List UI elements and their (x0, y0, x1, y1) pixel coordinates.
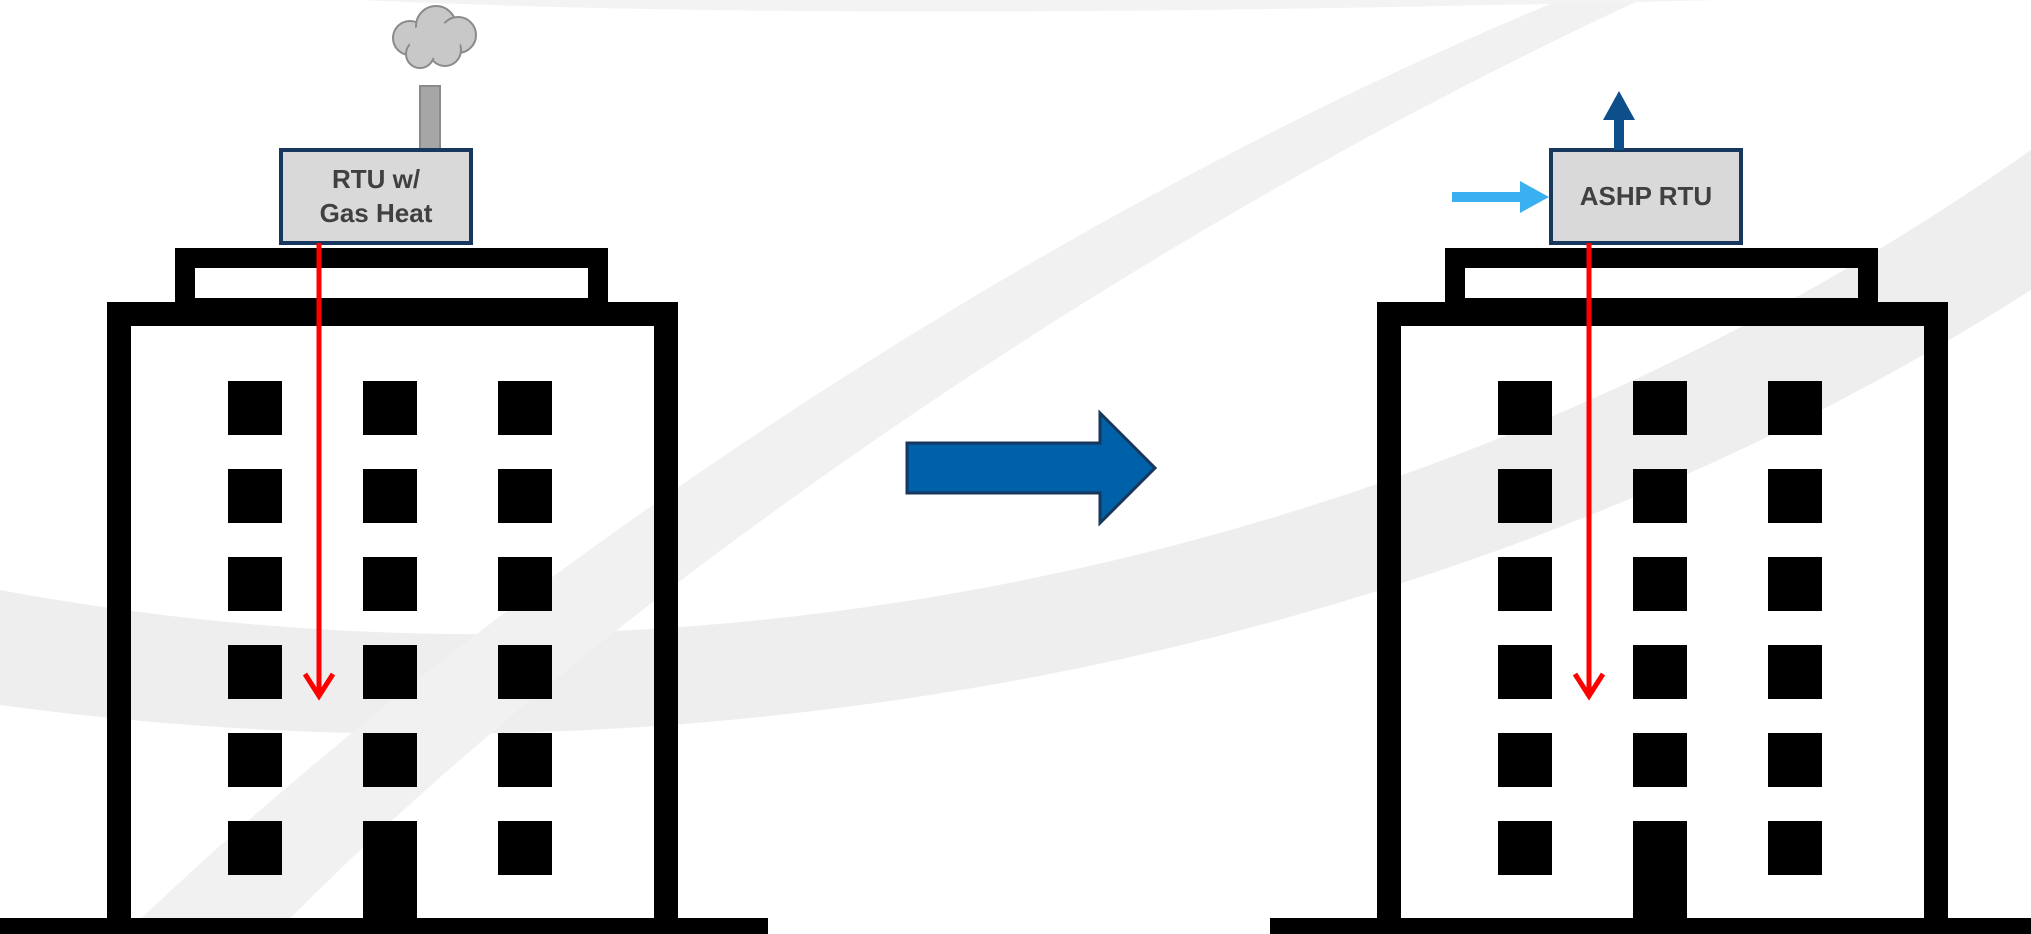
flue-pipe (420, 86, 440, 152)
right-arrow-icon (907, 413, 1155, 523)
building-after (1270, 258, 2031, 934)
exhaust-arrow-icon (1603, 91, 1635, 150)
rtu-gas-label-line1: RTU w/ (332, 164, 420, 194)
rtu-gas-heat-unit: RTU w/ Gas Heat (281, 150, 471, 243)
rtu-gas-label-line2: Gas Heat (320, 198, 433, 228)
intake-arrow-icon (1452, 181, 1549, 213)
ashp-rtu-unit: ASHP RTU (1551, 150, 1741, 243)
ashp-rtu-label: ASHP RTU (1580, 181, 1712, 211)
smoke-cloud-icon (393, 6, 476, 68)
